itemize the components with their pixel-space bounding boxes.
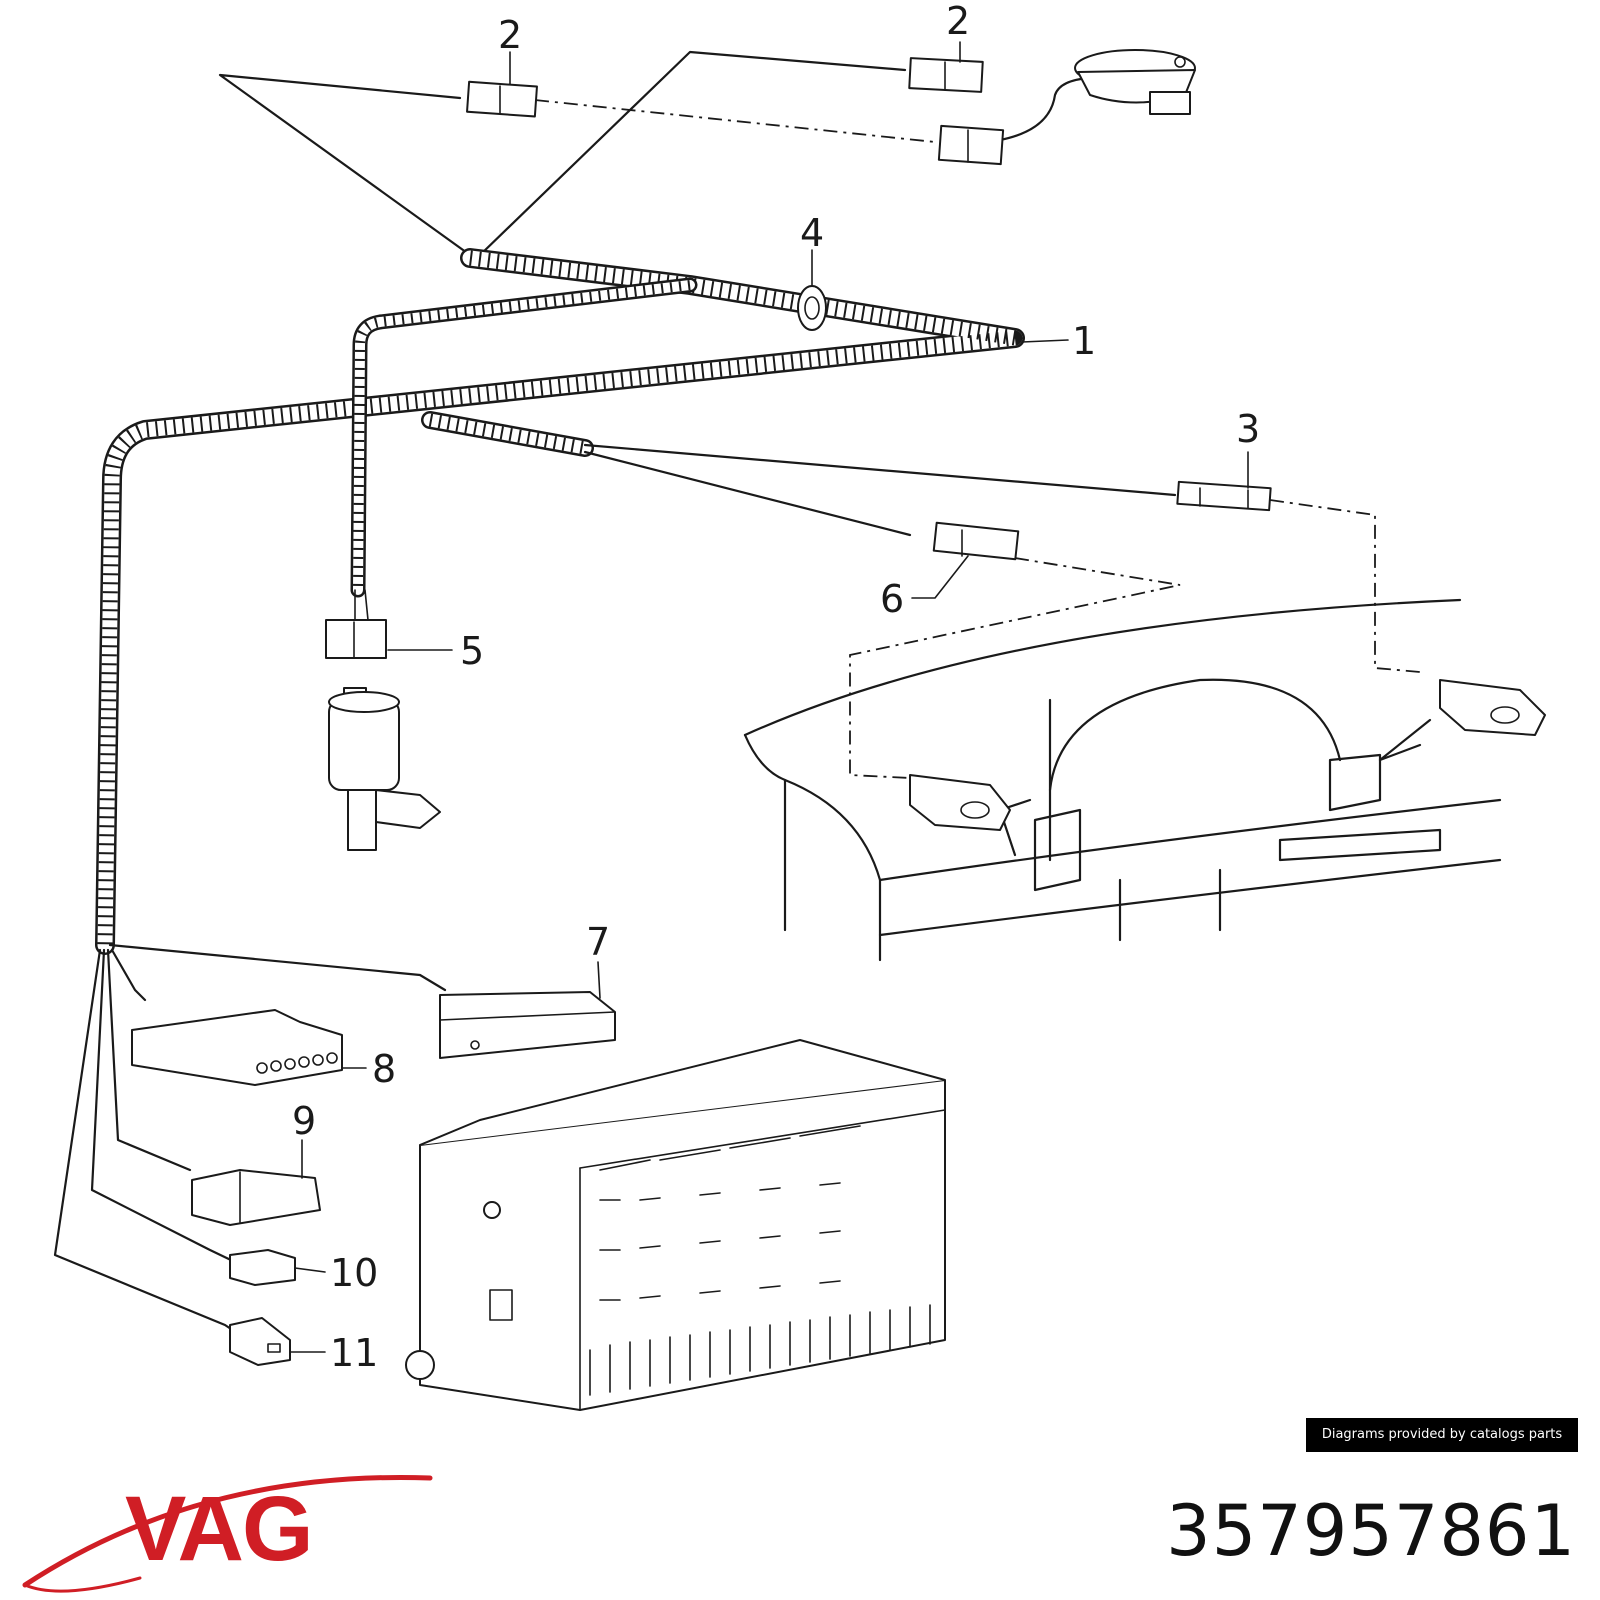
callout-6: 6 xyxy=(880,577,904,621)
callout-11: 11 xyxy=(330,1331,378,1375)
washer-nozzle-sensor xyxy=(1074,49,1196,115)
dashboard xyxy=(743,598,1502,962)
connector-10 xyxy=(229,1249,296,1286)
vag-logo: VAG xyxy=(22,1475,433,1593)
connector-9 xyxy=(191,1169,321,1226)
connector-6 xyxy=(932,521,1020,561)
dash-switch-right xyxy=(1439,679,1546,736)
callout-2-left: 2 xyxy=(498,13,522,57)
washer-pump xyxy=(328,687,441,851)
callout-8: 8 xyxy=(372,1047,396,1091)
callout-3: 3 xyxy=(1236,407,1260,451)
callout-10: 10 xyxy=(330,1251,378,1295)
main-harness xyxy=(95,248,1025,955)
connector-2-left xyxy=(466,80,538,118)
callout-2-right: 2 xyxy=(946,0,970,43)
connector-8 xyxy=(131,1009,343,1086)
callout-9: 9 xyxy=(292,1099,316,1143)
callout-7: 7 xyxy=(586,920,610,964)
connector-5 xyxy=(325,589,387,659)
connector-11 xyxy=(229,1317,291,1366)
svg-text:VAG: VAG xyxy=(125,1478,312,1580)
connector-3 xyxy=(1176,480,1272,512)
upper-wires xyxy=(218,50,1092,257)
dash-switch-left xyxy=(909,774,1011,831)
callout-5: 5 xyxy=(460,629,484,673)
connector-7 xyxy=(439,991,616,1059)
diagram-credit-label: Diagrams provided by catalogs parts xyxy=(1306,1418,1578,1452)
part-number: 357957861 xyxy=(1166,1490,1576,1572)
grommet-4 xyxy=(797,285,827,331)
leader-lines xyxy=(289,41,1249,1353)
branch-wires-3-6 xyxy=(583,443,1421,779)
fuse-relay-box xyxy=(405,1039,946,1411)
connector-2-right xyxy=(908,57,984,93)
callout-1: 1 xyxy=(1072,319,1096,363)
callout-4: 4 xyxy=(800,211,824,255)
mating-connector xyxy=(937,124,1005,166)
